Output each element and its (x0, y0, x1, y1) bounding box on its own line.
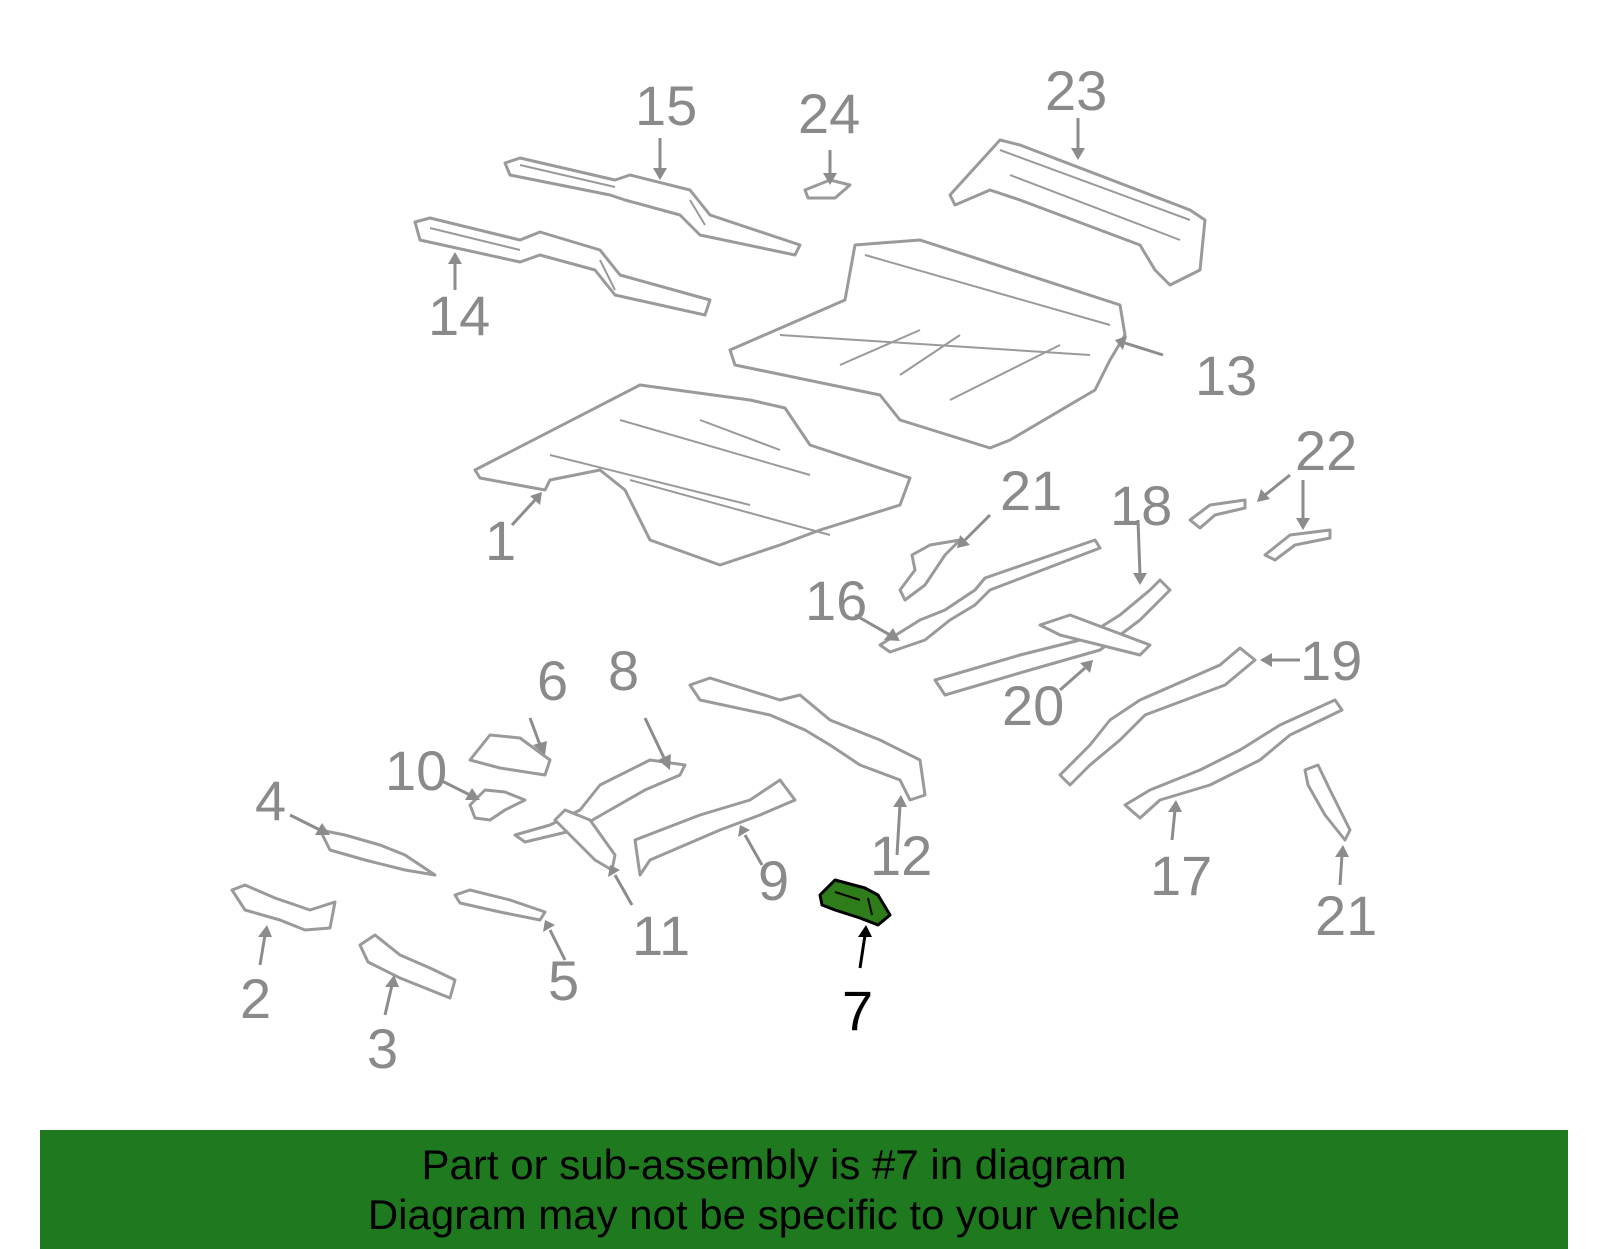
callout-1: 1 (485, 509, 516, 572)
part-10 (468, 788, 527, 822)
part-16 (878, 538, 1102, 654)
part-17 (1123, 698, 1344, 820)
part-5 (453, 888, 547, 922)
part-23 (948, 138, 1207, 287)
callout-12: 12 (870, 824, 932, 887)
callout-21-lower: 21 (1315, 884, 1377, 947)
part-1 (473, 383, 912, 567)
part-22 (1188, 498, 1332, 562)
callout-3: 3 (367, 1017, 398, 1080)
callout-leaders (258, 118, 1349, 1016)
callout-numbers: 15 14 24 23 13 1 21 16 18 22 19 20 17 21… (240, 59, 1377, 1080)
callout-8: 8 (608, 639, 639, 702)
part-18 (933, 578, 1172, 697)
callout-10: 10 (385, 739, 447, 802)
banner-line-1: Part or sub-assembly is #7 in diagram (421, 1141, 1127, 1188)
callout-2: 2 (240, 967, 271, 1030)
callout-15: 15 (635, 74, 697, 137)
callout-11: 11 (632, 904, 690, 967)
part-3 (358, 933, 457, 1000)
callout-4: 4 (255, 769, 286, 832)
callout-6: 6 (537, 649, 568, 712)
part-15 (503, 156, 802, 257)
callout-20: 20 (1002, 674, 1064, 737)
callout-7: 7 (842, 979, 873, 1042)
callout-17: 17 (1150, 844, 1212, 907)
part-20 (1038, 613, 1152, 657)
part-21-upper (898, 538, 962, 602)
part-13 (728, 238, 1127, 450)
part-2 (230, 883, 337, 932)
callout-16: 16 (805, 569, 867, 632)
part-7-highlighted[interactable] (818, 878, 892, 927)
part-6 (468, 733, 552, 777)
part-14 (413, 216, 712, 317)
part-19 (1058, 646, 1257, 787)
callout-24: 24 (798, 82, 860, 145)
banner-line-2: Diagram may not be specific to your vehi… (367, 1191, 1181, 1238)
info-banner: Part or sub-assembly is #7 in diagram Di… (40, 1130, 1568, 1249)
part-21-lower (1303, 763, 1352, 842)
callout-7-leader (858, 925, 872, 969)
callout-14: 14 (428, 284, 490, 347)
callout-5: 5 (548, 949, 579, 1012)
callout-18: 18 (1110, 474, 1172, 537)
part-24 (803, 178, 852, 200)
callout-22: 22 (1295, 419, 1357, 482)
part-4 (318, 828, 437, 877)
part-11 (553, 808, 617, 872)
part-12 (688, 676, 927, 802)
callout-19: 19 (1300, 629, 1362, 692)
callout-23: 23 (1045, 59, 1107, 122)
callout-21-upper: 21 (1000, 459, 1062, 522)
callout-13: 13 (1195, 344, 1257, 407)
part-9 (633, 778, 797, 877)
callout-9: 9 (758, 849, 789, 912)
